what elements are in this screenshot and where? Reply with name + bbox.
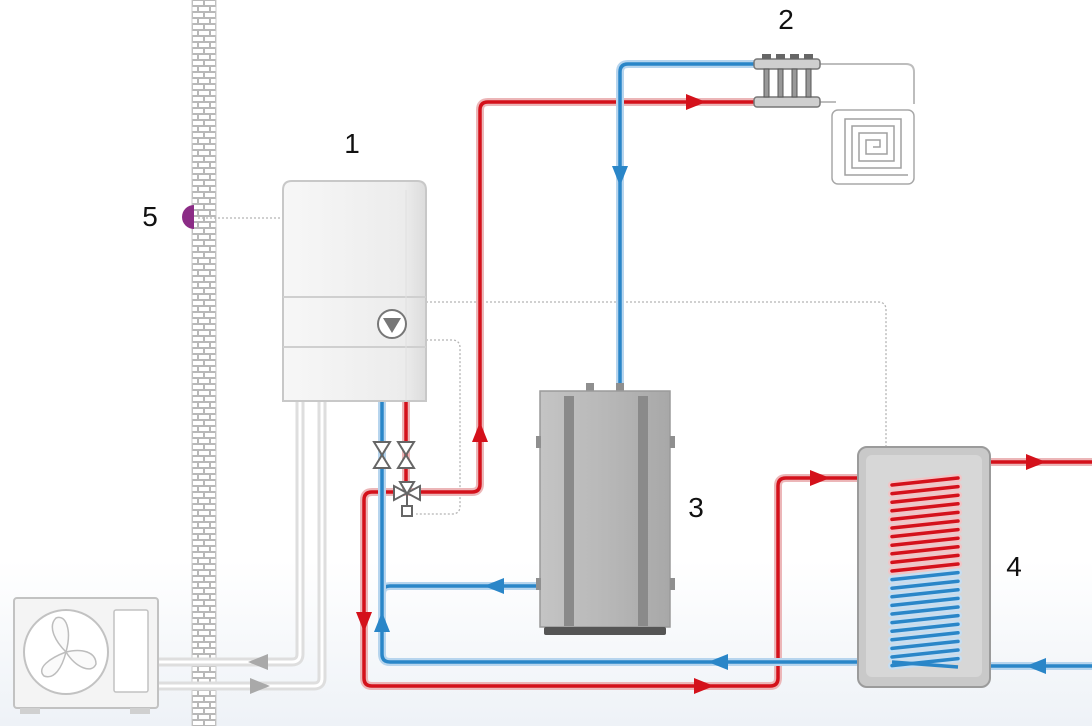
pump-icon — [377, 309, 407, 339]
fan-icon — [23, 609, 109, 695]
outdoor-heat-pump-unit — [13, 597, 159, 714]
coil-turn — [890, 502, 960, 513]
arrow-icon — [1026, 454, 1046, 470]
arrow-icon — [472, 422, 488, 442]
coil-turn — [890, 519, 960, 530]
heating-return-line — [378, 60, 892, 666]
coil-turn — [890, 545, 960, 556]
arrow-icon — [484, 578, 504, 594]
heating-flow-line — [402, 98, 758, 496]
brick-wall — [191, 0, 217, 726]
underfloor-manifold — [753, 54, 915, 108]
arrow-icon — [686, 94, 706, 110]
cylinder-flow-line — [360, 474, 946, 690]
coil-turn — [890, 553, 960, 565]
arrow-icon — [1026, 658, 1046, 674]
coil-turn — [890, 588, 960, 599]
coil-turn — [890, 562, 960, 573]
coil-turn — [890, 579, 960, 590]
underfloor-loop — [831, 109, 915, 185]
three-way-valve — [393, 481, 421, 517]
isolation-valves — [372, 441, 416, 469]
label-buffer-tank: 3 — [688, 492, 704, 523]
refrigerant-return-arrow-icon — [248, 654, 268, 670]
coil-turn — [890, 493, 960, 504]
arrow-icon — [810, 470, 830, 486]
coil-turn — [890, 596, 960, 608]
coil-turn — [890, 631, 960, 642]
label-boiler: 1 — [344, 128, 360, 159]
indoor-unit-boiler — [282, 180, 427, 402]
arrow-icon — [694, 678, 714, 694]
control-wires — [198, 217, 887, 515]
coil-turn — [890, 510, 960, 522]
cylinder-coil — [888, 474, 962, 670]
coil-turn — [890, 648, 960, 659]
label-manifold: 2 — [778, 4, 794, 35]
coil-turn — [890, 484, 960, 496]
coil-turn — [890, 639, 960, 651]
refrigerant-lines — [158, 400, 327, 694]
label-hot-water-cylinder: 4 — [1006, 551, 1022, 582]
outdoor-sensor — [182, 205, 194, 229]
valve-icon — [372, 441, 392, 469]
coil-turn — [890, 622, 960, 633]
coil-turn — [890, 613, 960, 625]
arrow-icon — [374, 612, 390, 632]
refrigerant-flow-arrow-icon — [250, 678, 270, 694]
arrow-icon — [356, 612, 372, 632]
coil-turn — [890, 605, 960, 616]
coil-turn — [890, 476, 960, 487]
arrow-icon — [612, 166, 628, 186]
flow-arrows — [356, 94, 1046, 694]
valve-icon — [396, 441, 416, 469]
coil-turn — [890, 570, 960, 582]
coil-turn — [890, 536, 960, 547]
arrow-icon — [708, 654, 728, 670]
label-outdoor-sensor: 5 — [142, 201, 158, 232]
spiral-icon — [844, 118, 908, 176]
coil-turn — [890, 527, 960, 539]
buffer-tank — [536, 383, 675, 635]
coil-outlet — [891, 660, 959, 669]
component-labels: 1 2 3 4 5 — [142, 4, 1022, 582]
